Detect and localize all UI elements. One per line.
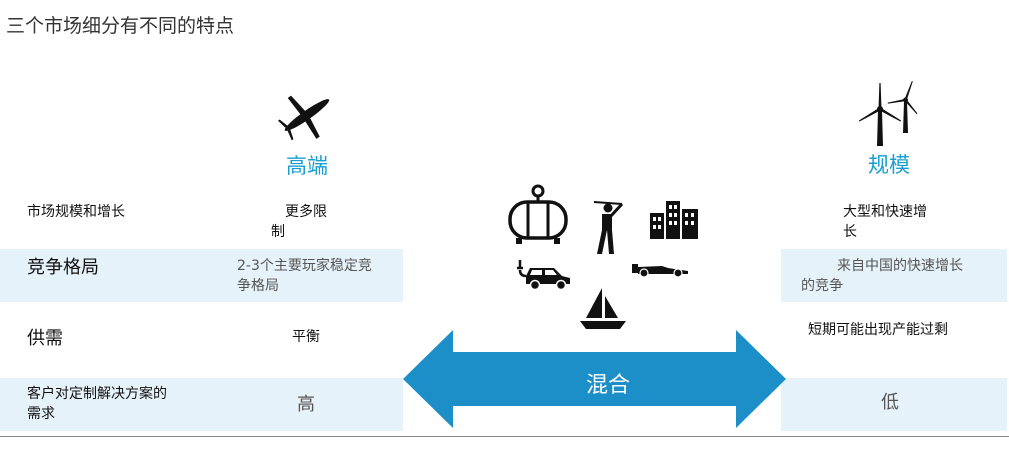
scale-supply-demand: 短期可能出现产能过剩: [808, 322, 948, 338]
page-title: 三个市场细分有不同的特点: [6, 15, 235, 37]
scale-customization: 低: [881, 392, 899, 413]
segment-label-scale: 规模: [868, 153, 910, 177]
row-band-customization-left: [0, 378, 403, 431]
sailboat-icon: [580, 288, 626, 329]
scale-market-size: 大型和快速增长: [843, 204, 927, 240]
mixed-double-arrow: [403, 330, 786, 428]
high-end-competition: 2-3个主要玩家稳定竞争格局: [237, 258, 372, 294]
electric-car-icon: [517, 260, 570, 290]
race-car-icon: [632, 264, 688, 278]
row-label-market-size: 市场规模和增长: [27, 204, 125, 220]
tank-wagon-icon: [508, 184, 568, 244]
airplane-icon: [277, 95, 330, 141]
segment-label-high-end: 高端: [286, 154, 328, 178]
row-label-customization: 客户对定制解决方案的需求: [27, 386, 167, 422]
buildings-icon: [650, 201, 698, 239]
scale-competition: 来自中国的快速增长的竞争: [801, 258, 963, 294]
row-label-supply-demand: 供需: [27, 328, 63, 349]
high-end-supply-demand: 平衡: [292, 329, 320, 345]
row-band-competition-left: [0, 249, 403, 302]
bottom-rule: [0, 436, 1009, 437]
row-label-competition: 竞争格局: [27, 257, 99, 278]
high-end-market-size: 更多限制: [271, 204, 327, 240]
golfer-icon: [593, 201, 624, 254]
high-end-customization: 高: [297, 394, 315, 415]
segment-label-mixed: 混合: [585, 373, 630, 398]
wind-turbine-icon: [858, 81, 918, 146]
row-band-customization-right: [781, 378, 1007, 431]
row-band-competition-right: [781, 249, 1007, 302]
